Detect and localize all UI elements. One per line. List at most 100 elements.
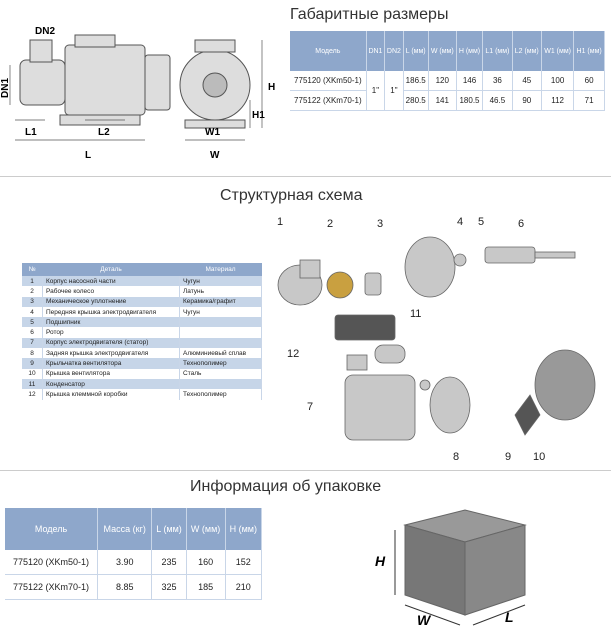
cell: 1" xyxy=(384,71,404,111)
label-h: H xyxy=(268,82,275,93)
label-l: L xyxy=(85,150,91,161)
callout-7: 7 xyxy=(307,401,313,413)
divider xyxy=(0,176,611,177)
cell: 152 xyxy=(225,550,263,575)
callout-12: 12 xyxy=(287,348,299,360)
cell: 1 xyxy=(22,276,43,287)
cell: Передняя крышка электродвигателя xyxy=(42,306,181,318)
callout-11: 11 xyxy=(410,308,421,320)
cell: Чугун xyxy=(179,276,262,287)
cell: 2 xyxy=(22,286,43,297)
box-label-l: L xyxy=(505,609,514,625)
box-label-w: W xyxy=(417,612,432,628)
cell: 36 xyxy=(482,71,513,91)
divider xyxy=(0,470,611,471)
callout-9: 9 xyxy=(505,451,511,463)
cell: Технополимер xyxy=(179,358,262,369)
col-header: L1 (мм) xyxy=(482,31,513,71)
cell: 7 xyxy=(22,337,43,349)
cell: 90 xyxy=(512,90,542,111)
callout-4: 4 xyxy=(457,216,463,228)
cell: 775120 (XKm50-1) xyxy=(5,550,98,575)
callout-10: 10 xyxy=(533,451,545,463)
cell: Технополимер xyxy=(179,389,262,400)
cell: 112 xyxy=(541,90,575,111)
col-header: DN1 xyxy=(366,31,386,71)
cell: Корпус насосной части xyxy=(42,276,181,287)
col-header: W1 (мм) xyxy=(541,31,575,71)
cell: 186.5 xyxy=(403,71,429,91)
col-header: H (мм) xyxy=(225,508,263,550)
cell: 120 xyxy=(428,71,457,91)
cell: Алюминиевый сплав xyxy=(179,348,262,359)
col-header: W (мм) xyxy=(186,508,226,550)
cell xyxy=(179,378,262,390)
cell: 10 xyxy=(22,368,43,379)
cell: 60 xyxy=(573,71,605,91)
cell: Керамика/графит xyxy=(179,296,262,307)
cell: 6 xyxy=(22,327,43,338)
structure-title: Структурная схема xyxy=(220,187,363,204)
cell: Подшипник xyxy=(42,317,181,328)
cell: 280.5 xyxy=(403,90,429,111)
callout-8: 8 xyxy=(453,451,459,463)
cell: Задняя крышка электродвигателя xyxy=(42,348,181,359)
cell: 71 xyxy=(573,90,605,111)
pump-dimension-drawing: DN2 DN1 L1 L2 L W1 W H H1 xyxy=(0,26,275,161)
cell: Крышка вентилятора xyxy=(42,368,181,379)
label-dn1: DN1 xyxy=(0,78,11,98)
col-header: Масса (кг) xyxy=(97,508,153,550)
cell: 3.90 xyxy=(97,550,153,575)
cell: 325 xyxy=(151,574,187,600)
col-header: W (мм) xyxy=(428,31,457,71)
col-header: Модель xyxy=(5,508,98,550)
label-l1: L1 xyxy=(25,127,37,138)
cell xyxy=(179,337,262,349)
cell: 45 xyxy=(512,71,542,91)
cell: 775122 (XKm70-1) xyxy=(290,90,367,111)
cell: 11 xyxy=(22,378,43,390)
cell: 8.85 xyxy=(97,574,153,600)
col-header: DN2 xyxy=(384,31,404,71)
box-label-h: H xyxy=(375,553,386,569)
cell: 185 xyxy=(186,574,226,600)
col-header: Деталь xyxy=(42,263,180,276)
cell: Ротор xyxy=(42,327,181,338)
cell: 180.5 xyxy=(456,90,484,111)
packaging-title: Информация об упаковке xyxy=(190,478,382,495)
label-l2: L2 xyxy=(98,127,110,138)
label-w: W xyxy=(210,150,220,161)
col-header: Модель xyxy=(290,31,367,71)
cell: Рабочее колесо xyxy=(42,286,181,297)
cell: 235 xyxy=(151,550,187,575)
cell: Сталь xyxy=(179,368,262,379)
cell: 210 xyxy=(225,574,263,600)
cell: 775120 (XKm50-1) xyxy=(290,71,367,91)
col-header: H1 (мм) xyxy=(573,31,605,71)
label-w1: W1 xyxy=(205,127,220,138)
dimensions-title: Габаритные размеры xyxy=(290,6,449,23)
callout-5: 5 xyxy=(478,216,484,228)
cell: Чугун xyxy=(179,306,262,318)
cell xyxy=(179,327,262,338)
cell: 1" xyxy=(366,71,386,111)
label-dn2: DN2 xyxy=(35,26,55,37)
cell: Латунь xyxy=(179,286,262,297)
exploded-view-drawing: 1 2 3 4 5 6 7 8 9 10 11 12 xyxy=(277,216,596,463)
cell: 146 xyxy=(456,71,484,91)
cell: Конденсатор xyxy=(42,378,181,390)
col-header: H (мм) xyxy=(456,31,484,71)
cell: 4 xyxy=(22,306,43,318)
cell: Механическое уплотнение xyxy=(42,296,181,307)
